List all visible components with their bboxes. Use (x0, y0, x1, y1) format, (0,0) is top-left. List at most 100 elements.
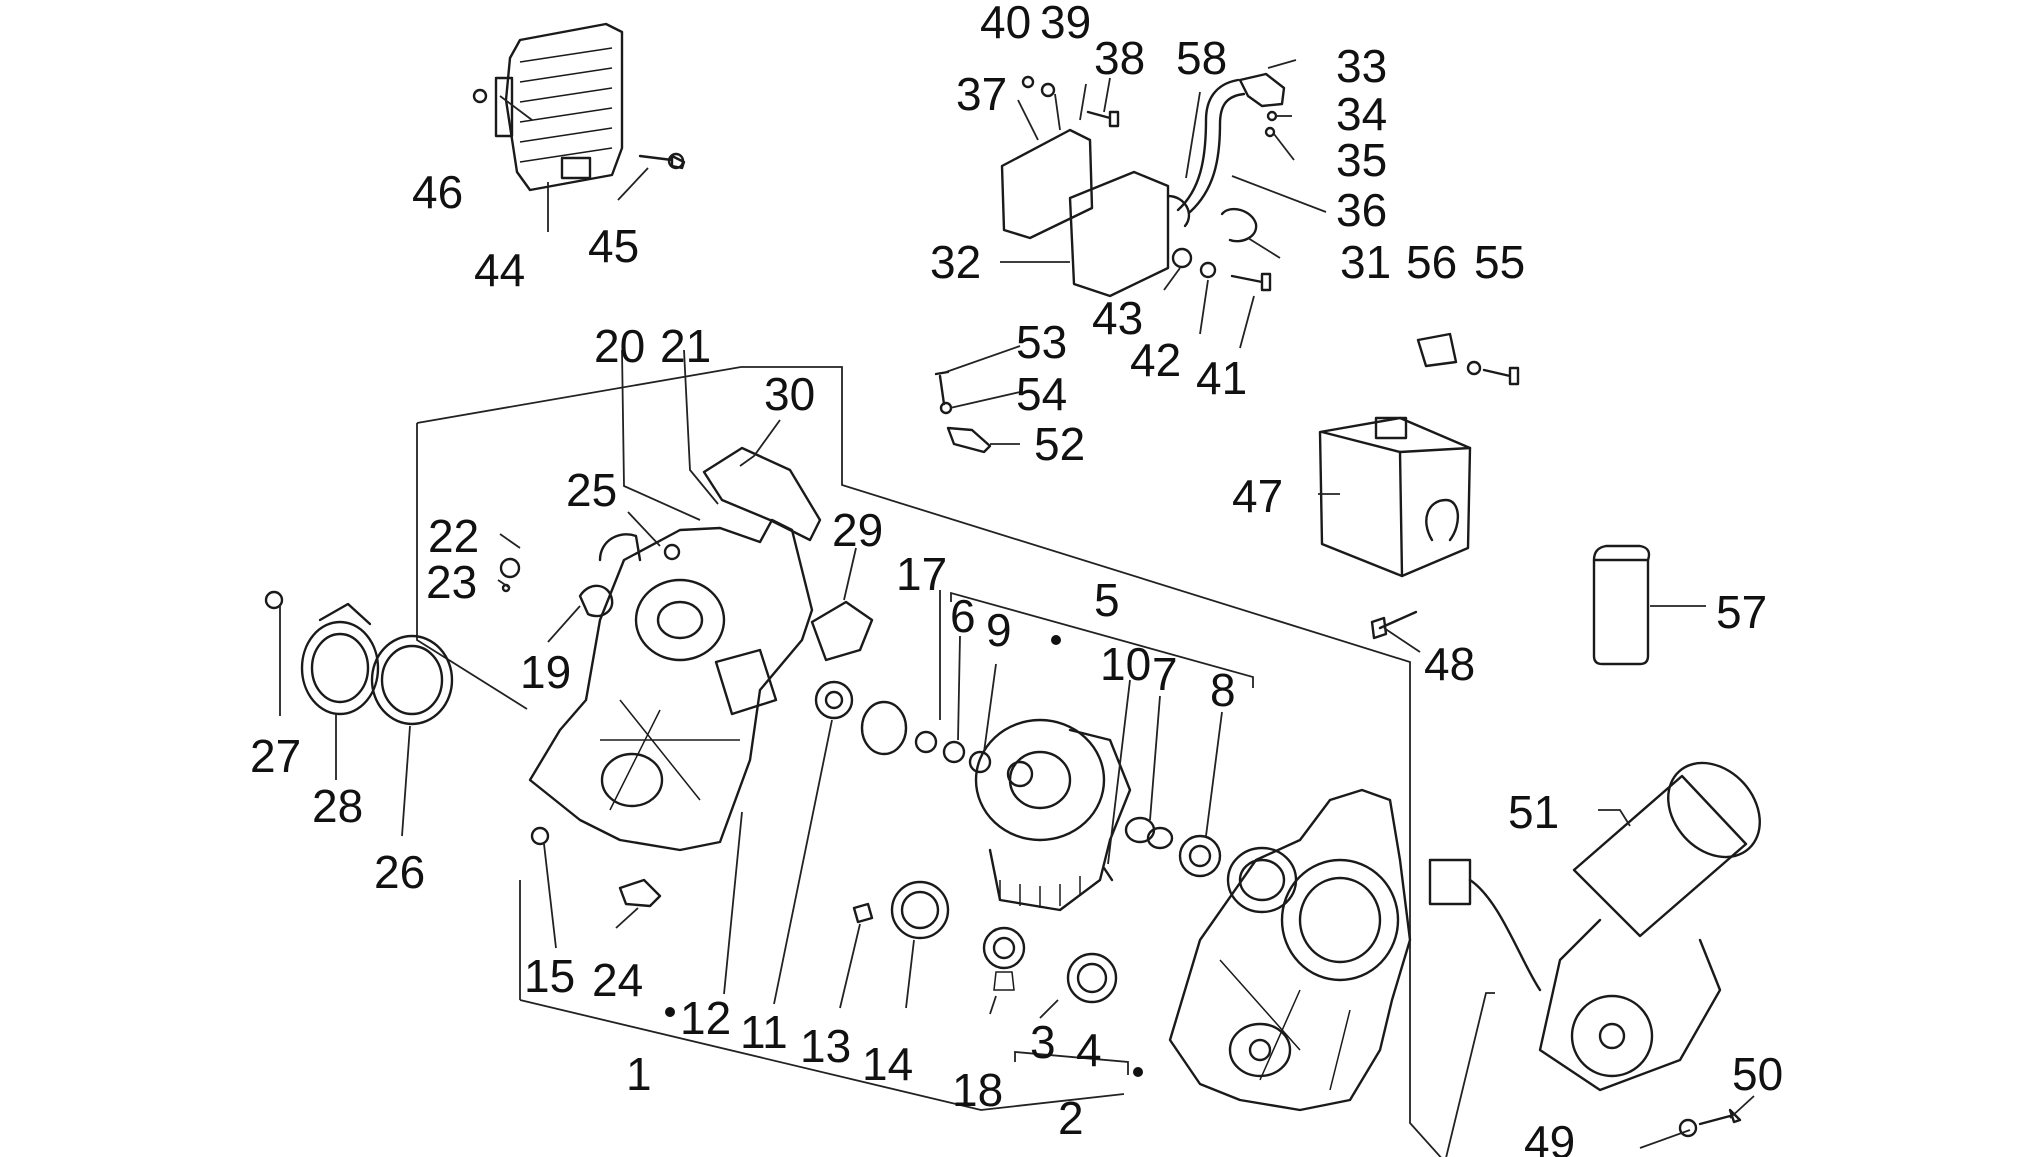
washer-part-49 (1678, 1118, 1698, 1138)
screw-part-38 (1086, 110, 1120, 128)
callout-33: 33 (1336, 40, 1387, 92)
callout-7: 7 (1152, 648, 1178, 700)
oring-part-34 (1266, 110, 1278, 122)
nut-part-40 (1021, 75, 1035, 89)
plate-part-37 (1000, 128, 1094, 240)
callout-36: 36 (1336, 184, 1387, 236)
callout-50: 50 (1732, 1048, 1783, 1100)
callout-3: 3 (1030, 1016, 1056, 1068)
bolt-part-25 (663, 543, 681, 561)
callout-26: 26 (374, 846, 425, 898)
left-housing (528, 518, 814, 852)
cover-part-28 (300, 602, 380, 716)
sensor-part-52 (946, 426, 992, 454)
callout-20: 20 (594, 320, 645, 372)
callout-28: 28 (312, 780, 363, 832)
washer-part-54 (939, 401, 953, 415)
bearing-part-14 (890, 880, 950, 940)
callout-53: 53 (1016, 316, 1067, 368)
callout-34: 34 (1336, 88, 1387, 140)
group-bracket-5 (950, 591, 1254, 688)
callout-15: 15 (524, 950, 575, 1002)
washer-part-46 (472, 88, 488, 104)
assembly-outline (416, 366, 1495, 1157)
circlip-part-11 (860, 700, 908, 756)
ring-part-7 (1124, 816, 1174, 850)
bolt-part-10 (1102, 866, 1114, 882)
callout-8: 8 (1210, 664, 1236, 716)
callout-57: 57 (1716, 586, 1767, 638)
regulator-part-44 (494, 22, 624, 192)
callout-1: 1 (626, 1048, 652, 1100)
callout-19: 19 (520, 646, 571, 698)
bolt-part-48 (1370, 610, 1418, 640)
bearing-part-3 (1066, 952, 1118, 1004)
callout-2: 2 (1058, 1092, 1084, 1144)
grease-dot-2 (1133, 1067, 1143, 1077)
sensor-part-19 (578, 584, 614, 618)
callout-41: 41 (1196, 352, 1247, 404)
gasket-part-26 (370, 634, 454, 726)
ring-part-9 (968, 750, 992, 774)
callout-39: 39 (1040, 0, 1091, 48)
callout-45: 45 (588, 220, 639, 272)
callout-48: 48 (1424, 638, 1475, 690)
right-housing (1168, 788, 1412, 1112)
callout-56: 56 (1406, 236, 1457, 288)
screw-part-50 (1698, 1108, 1742, 1126)
washer-part-43 (1171, 247, 1193, 269)
nut-part-22 (499, 557, 521, 579)
seal-part-12 (814, 680, 854, 720)
screw-part-41 (1230, 272, 1272, 292)
callout-44: 44 (474, 244, 525, 296)
box-part-32 (1068, 170, 1170, 298)
leader-lines (279, 59, 1755, 1149)
callout-49: 49 (1524, 1116, 1575, 1157)
callout-37: 37 (956, 68, 1007, 120)
screw-part-55 (1482, 366, 1520, 386)
callout-21: 21 (660, 320, 711, 372)
callout-30: 30 (764, 368, 815, 420)
callout-18: 18 (952, 1064, 1003, 1116)
bolt-part-15 (530, 826, 550, 846)
callout-4: 4 (1076, 1024, 1102, 1076)
callout-40: 40 (980, 0, 1031, 48)
ring-part-17 (914, 730, 938, 754)
callout-55: 55 (1474, 236, 1525, 288)
hose-part-36 (1176, 78, 1240, 212)
callout-17: 17 (896, 548, 947, 600)
screw-part-53 (934, 370, 950, 406)
callout-58: 58 (1176, 32, 1227, 84)
seal-part-8 (1178, 834, 1222, 878)
oring-part-35 (1264, 126, 1276, 138)
callout-23: 23 (426, 556, 477, 608)
group-bracket-2 (1014, 1051, 1129, 1075)
ring-part-6 (942, 740, 966, 764)
callout-10: 10 (1100, 638, 1151, 690)
clip-part-31 (1220, 207, 1258, 243)
washer-part-42 (1199, 261, 1217, 279)
control-unit-part-47 (1318, 416, 1472, 578)
callout-24: 24 (592, 954, 643, 1006)
motor-part-51 (1428, 761, 1761, 1092)
callout-32: 32 (930, 236, 981, 288)
callout-11: 11 (740, 1006, 788, 1058)
washer-part-39 (1040, 82, 1056, 98)
bracket-part-30 (702, 446, 822, 542)
callout-labels: 1 2 3 4 5 6 7 8 9 10 11 12 13 14 15 17 1… (250, 0, 1783, 1157)
cap-part-24 (618, 878, 662, 908)
callout-43: 43 (1092, 292, 1143, 344)
elbow-part-33 (1238, 72, 1286, 108)
grease-dot-1 (665, 1007, 675, 1017)
callout-46: 46 (412, 166, 463, 218)
gear-assembly-part-5 (974, 718, 1132, 912)
callout-6: 6 (950, 590, 976, 642)
seal-housing (1226, 846, 1298, 914)
callout-38: 38 (1094, 32, 1145, 84)
bracket-part-56 (1416, 332, 1458, 368)
callout-14: 14 (862, 1038, 913, 1090)
pin-part-13 (852, 902, 874, 924)
washer-part-56b (1466, 360, 1482, 376)
